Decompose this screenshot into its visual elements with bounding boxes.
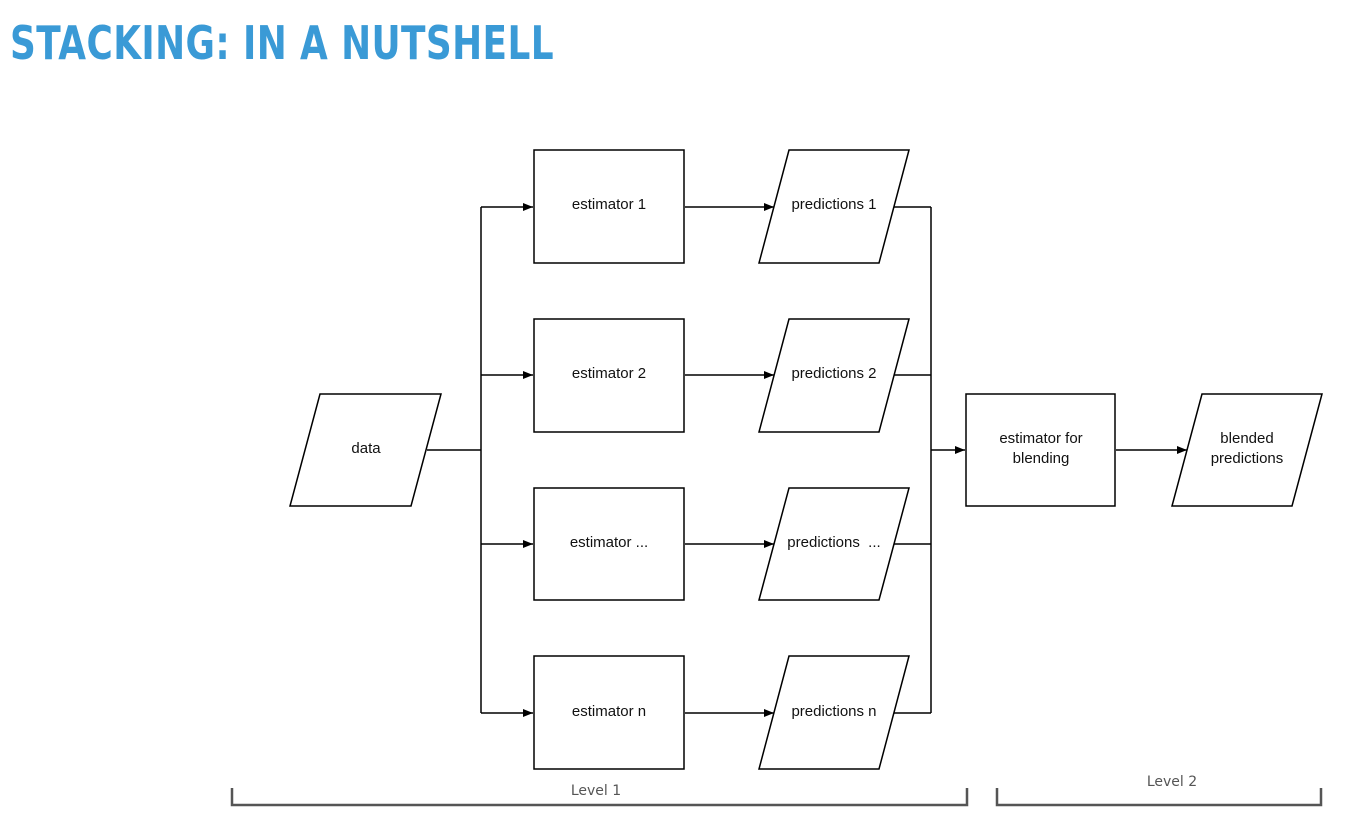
- estimator-2-label: estimator 2: [572, 365, 646, 382]
- data-label: data: [351, 440, 381, 457]
- node-blended-predictions: blended predictions: [1171, 393, 1323, 507]
- node-predictions-1: predictions 1: [758, 149, 910, 264]
- blender-label-line2: blending: [1013, 450, 1070, 467]
- level-1-bracket-line: [230, 788, 969, 807]
- data-shape: [289, 393, 442, 507]
- blender-label-line1: estimator for: [999, 430, 1082, 447]
- predictions-4-label: predictions n: [791, 703, 876, 720]
- predictions-4-shape: [758, 655, 910, 770]
- predictions-3-shape: [758, 487, 910, 601]
- node-estimator-4: estimator n: [533, 655, 685, 770]
- estimator-4-label: estimator n: [572, 703, 646, 720]
- estimator-1-label: estimator 1: [572, 196, 646, 213]
- predictions-1-shape: [758, 149, 910, 264]
- blended-predictions-shape: [1171, 393, 1323, 507]
- blender-shape: [965, 393, 1116, 507]
- predictions-2-label: predictions 2: [791, 365, 876, 382]
- node-data: data: [289, 393, 442, 507]
- level-1-bracket: Level 1: [230, 783, 969, 807]
- node-predictions-3: predictions ...: [758, 487, 910, 601]
- level-2-bracket-line: [995, 788, 1323, 807]
- level-2-label: Level 2: [1147, 774, 1197, 790]
- blended-predictions-label-line2: predictions: [1211, 450, 1284, 467]
- slide-title: STACKING: IN A NUTSHELL: [10, 16, 554, 70]
- node-predictions-4: predictions n: [758, 655, 910, 770]
- node-estimator-1: estimator 1: [533, 149, 685, 264]
- node-estimator-2: estimator 2: [533, 318, 685, 433]
- predictions-2-shape: [758, 318, 910, 433]
- node-estimator-3: estimator ...: [533, 487, 685, 601]
- node-predictions-2: predictions 2: [758, 318, 910, 433]
- estimator-2-shape: [533, 318, 685, 433]
- blended-predictions-label-line1: blended: [1220, 430, 1273, 447]
- level-1-label: Level 1: [571, 783, 621, 799]
- level-2-bracket: Level 2: [995, 774, 1323, 807]
- predictions-1-label: predictions 1: [791, 196, 876, 213]
- estimator-3-label: estimator ...: [570, 534, 648, 551]
- connectors: [427, 203, 1187, 717]
- estimator-3-shape: [533, 487, 685, 601]
- predictions-3-label: predictions ...: [787, 534, 880, 551]
- node-blender: estimator for blending: [965, 393, 1116, 507]
- estimator-1-shape: [533, 149, 685, 264]
- estimator-4-shape: [533, 655, 685, 770]
